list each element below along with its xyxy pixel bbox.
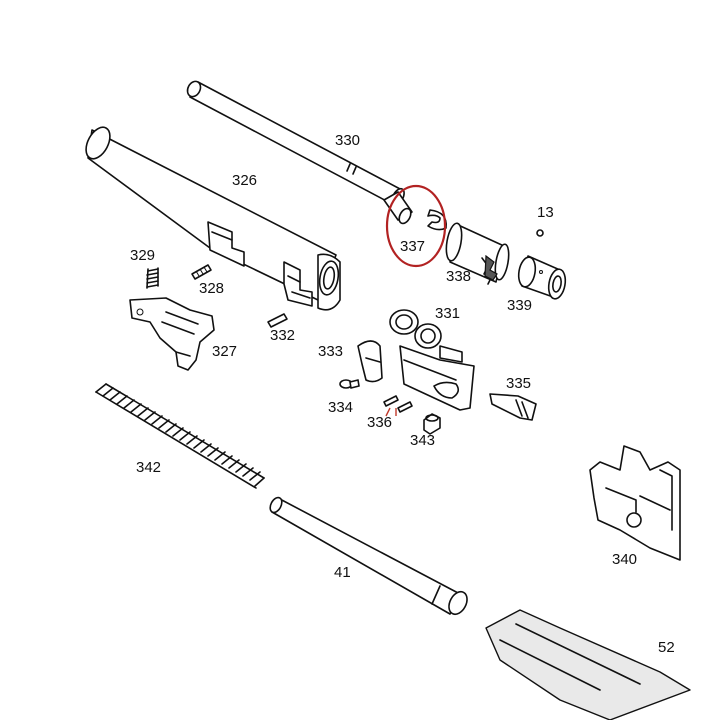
part-329-spring <box>146 267 159 289</box>
part-339-bushing <box>517 255 567 300</box>
label-338: 338 <box>446 268 471 285</box>
label-41: 41 <box>334 564 351 581</box>
label-327: 327 <box>212 343 237 360</box>
part-326-outer-barrel <box>85 126 341 311</box>
label-336: 336 <box>367 414 392 431</box>
label-340: 340 <box>612 551 637 568</box>
part-336-pins <box>383 395 413 417</box>
label-335: 335 <box>506 375 531 392</box>
label-342: 342 <box>136 459 161 476</box>
label-13: 13 <box>537 204 554 221</box>
label-329: 329 <box>130 247 155 264</box>
part-342-recoil-spring <box>95 383 265 489</box>
label-331: 331 <box>435 305 460 322</box>
part-343-plunger <box>423 413 441 435</box>
label-339: 339 <box>507 297 532 314</box>
part-330-inner-barrel <box>186 80 405 207</box>
part-338-hop-chamber <box>445 222 510 285</box>
part-334-screw <box>339 379 360 389</box>
part-328-pin <box>191 264 212 280</box>
part-335-small-slide <box>489 393 537 421</box>
label-328: 328 <box>199 280 224 297</box>
label-52: 52 <box>658 639 675 656</box>
label-337: 337 <box>400 238 425 255</box>
part-340-frame <box>589 445 681 561</box>
label-334: 334 <box>328 399 353 416</box>
part-327-locking-block <box>129 297 215 371</box>
part-41-guide-rod <box>269 496 468 616</box>
label-333: 333 <box>318 343 343 360</box>
highlight-circle <box>385 184 447 268</box>
part-333-half-ring <box>357 340 383 383</box>
label-343: 343 <box>410 432 435 449</box>
part-332-pin <box>267 313 288 328</box>
part-337-c-ring <box>383 184 447 268</box>
label-332: 332 <box>270 327 295 344</box>
part-13-ball <box>536 229 544 237</box>
label-326: 326 <box>232 172 257 189</box>
part-52-rail <box>485 609 691 720</box>
part-331-slide-block <box>389 309 475 411</box>
label-330: 330 <box>335 132 360 149</box>
